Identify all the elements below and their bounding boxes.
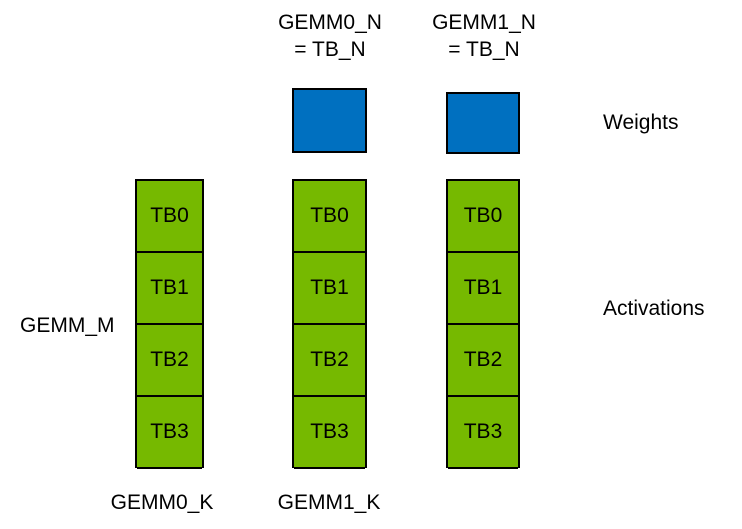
gemm-m-label: GEMM_M [20,314,115,337]
activation-column-3: TB0 TB1 TB2 TB3 [446,179,520,469]
activations-label: Activations [603,297,705,320]
tile: TB1 [448,253,518,325]
tile: TB1 [137,253,202,325]
weights-label: Weights [603,111,679,134]
tile: TB0 [294,181,365,253]
tile: TB0 [137,181,202,253]
gemm0-n-label-line2: = TB_N [294,38,366,61]
activation-column-1: TB0 TB1 TB2 TB3 [135,179,204,469]
activation-column-2: TB0 TB1 TB2 TB3 [292,179,367,469]
weight-block-gemm1 [446,92,520,154]
tile: TB1 [294,253,365,325]
tile: TB2 [294,325,365,397]
tile: TB0 [448,181,518,253]
weight-block-gemm0 [292,88,367,153]
tile: TB3 [294,397,365,469]
tile: TB3 [137,397,202,469]
gemm0-n-label-line1: GEMM0_N [278,11,382,34]
gemm1-n-label-line2: = TB_N [448,38,520,61]
gemm1-k-label: GEMM1_K [277,491,381,514]
gemm0-k-label: GEMM0_K [110,491,214,514]
tile: TB2 [137,325,202,397]
tile: TB3 [448,397,518,469]
gemm1-n-label-line1: GEMM1_N [432,11,536,34]
tile: TB2 [448,325,518,397]
